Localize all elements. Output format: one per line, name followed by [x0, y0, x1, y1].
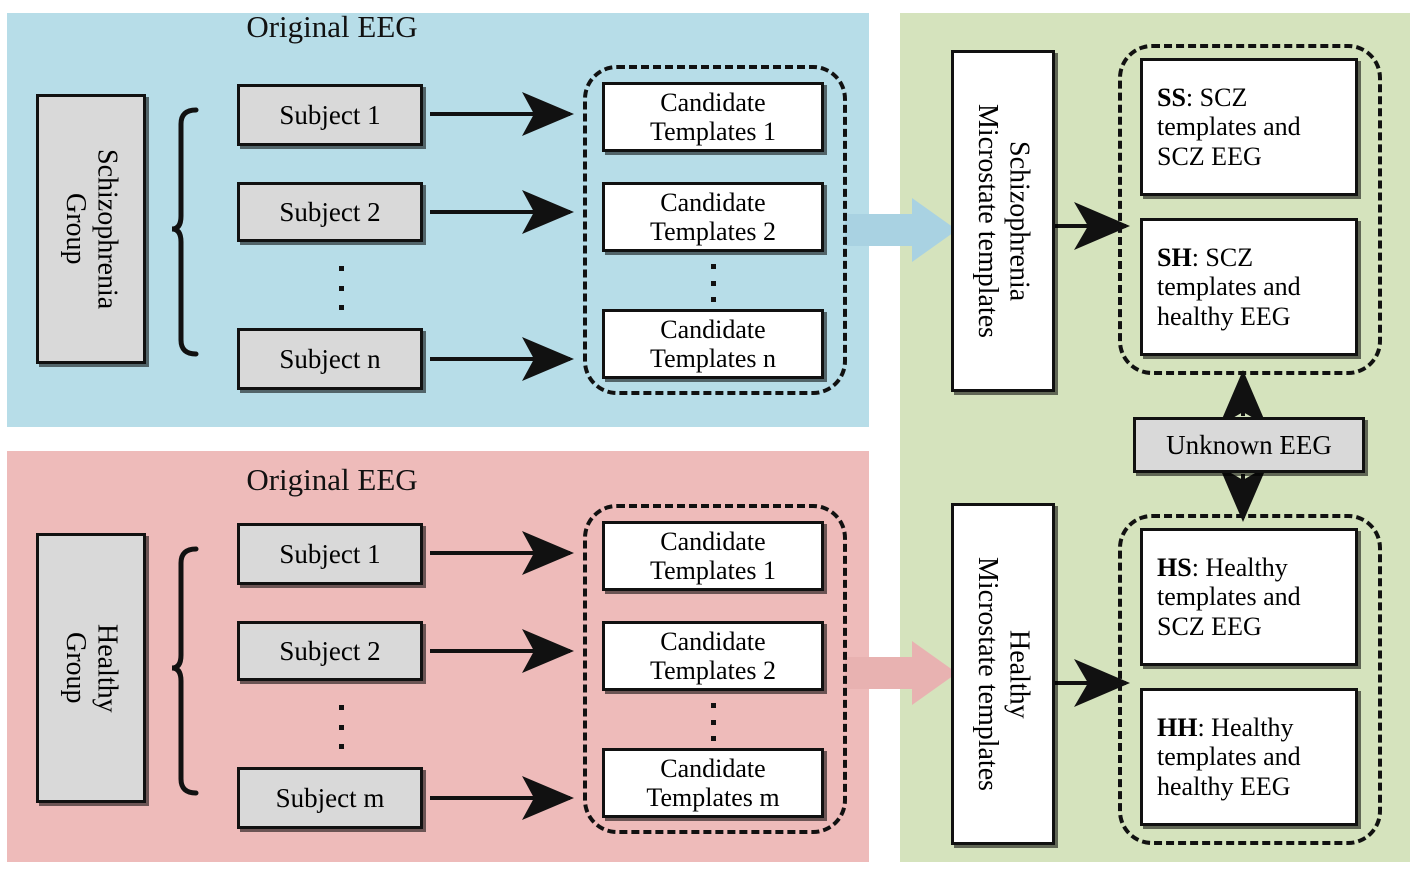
scz-candidate-1-line1: Candidate [660, 87, 766, 117]
healthy-conditions-container [1118, 514, 1382, 845]
unknown-eeg-box: Unknown EEG [1133, 417, 1365, 473]
healthy-candidate-1-line1: Candidate [660, 526, 766, 556]
scz-subject-ellipsis [338, 266, 344, 310]
scz-candidate-ellipsis [710, 264, 716, 302]
condition-box-ss: SS: SCZ templates and SCZ EEG [1140, 58, 1358, 196]
healthy-candidate-box-1: Candidate Templates 1 [602, 521, 824, 591]
scz-conditions-container [1118, 44, 1382, 375]
healthy-group-label-line2: Group [60, 632, 91, 704]
healthy-group-label-line1: Healthy [91, 623, 123, 713]
healthy-candidate-m-line1: Candidate [660, 753, 766, 783]
schizophrenia-group-label-line2: Group [60, 193, 91, 265]
healthy-microstate-label-line2: Microstate templates [972, 556, 1003, 792]
healthy-candidate-templates-container [583, 504, 847, 834]
condition-sh-line3: healthy EEG [1157, 301, 1291, 331]
scz-candidate-2-line1: Candidate [660, 187, 766, 217]
condition-sh-line1: : SCZ [1191, 243, 1254, 273]
healthy-panel-title: Original EEG [246, 462, 418, 497]
scz-candidate-box-n: Candidate Templates n [602, 309, 824, 379]
scz-candidate-1-line2: Templates 1 [650, 117, 776, 146]
healthy-microstate-templates-box: Healthy Microstate templates [951, 503, 1055, 845]
healthy-candidate-2-line2: Templates 2 [650, 656, 776, 685]
condition-box-hs: HS: Healthy templates and SCZ EEG [1140, 528, 1358, 666]
scz-microstate-label-line1: Schizophrenia [1003, 140, 1035, 302]
condition-sh-line2: templates and [1157, 272, 1301, 302]
healthy-subject-ellipsis [338, 705, 344, 749]
scz-candidate-box-1: Candidate Templates 1 [602, 82, 824, 152]
scz-panel-title: Original EEG [246, 9, 418, 44]
condition-box-hh: HH: Healthy templates and healthy EEG [1140, 688, 1358, 826]
condition-ss-line1: : SCZ [1185, 83, 1248, 113]
scz-candidate-2-line2: Templates 2 [650, 217, 776, 246]
condition-ss-line2: templates and [1157, 112, 1301, 142]
scz-subject-box-2: Subject 2 [237, 182, 423, 242]
scz-candidate-n-line1: Candidate [660, 314, 766, 344]
condition-box-sh: SH: SCZ templates and healthy EEG [1140, 218, 1358, 356]
scz-candidate-box-2: Candidate Templates 2 [602, 182, 824, 252]
healthy-candidate-ellipsis [710, 703, 716, 741]
healthy-subject-box-m: Subject m [237, 767, 423, 829]
healthy-subject-box-1: Subject 1 [237, 523, 423, 585]
healthy-group-box: Healthy Group [36, 533, 146, 803]
scz-candidate-n-line2: Templates n [650, 344, 776, 373]
scz-candidate-templates-container [583, 65, 847, 395]
condition-ss-line3: SCZ EEG [1157, 141, 1262, 171]
scz-subject-box-1: Subject 1 [237, 84, 423, 146]
scz-subject-box-n: Subject n [237, 328, 423, 390]
condition-hh-line3: healthy EEG [1157, 771, 1291, 801]
condition-hs-code: HS [1157, 553, 1192, 583]
healthy-candidate-box-m: Candidate Templates m [602, 748, 824, 818]
healthy-subject-box-2: Subject 2 [237, 621, 423, 681]
healthy-candidate-box-2: Candidate Templates 2 [602, 621, 824, 691]
condition-hh-line2: templates and [1157, 742, 1301, 772]
condition-hs-line1: : Healthy [1191, 553, 1288, 583]
healthy-candidate-m-line2: Templates m [646, 783, 780, 812]
schizophrenia-group-box: Schizophrenia Group [36, 94, 146, 364]
healthy-microstate-label-line1: Healthy [1003, 629, 1035, 719]
condition-hs-line3: SCZ EEG [1157, 611, 1262, 641]
condition-hh-code: HH [1157, 713, 1198, 743]
schizophrenia-group-label-line1: Schizophrenia [91, 148, 123, 310]
condition-sh-code: SH [1157, 243, 1192, 273]
scz-microstate-label-line2: Microstate templates [972, 103, 1003, 339]
scz-microstate-templates-box: Schizophrenia Microstate templates [951, 50, 1055, 392]
condition-ss-code: SS [1157, 83, 1186, 113]
condition-hs-line2: templates and [1157, 582, 1301, 612]
healthy-candidate-1-line2: Templates 1 [650, 556, 776, 585]
healthy-candidate-2-line1: Candidate [660, 626, 766, 656]
condition-hh-line1: : Healthy [1197, 713, 1294, 743]
